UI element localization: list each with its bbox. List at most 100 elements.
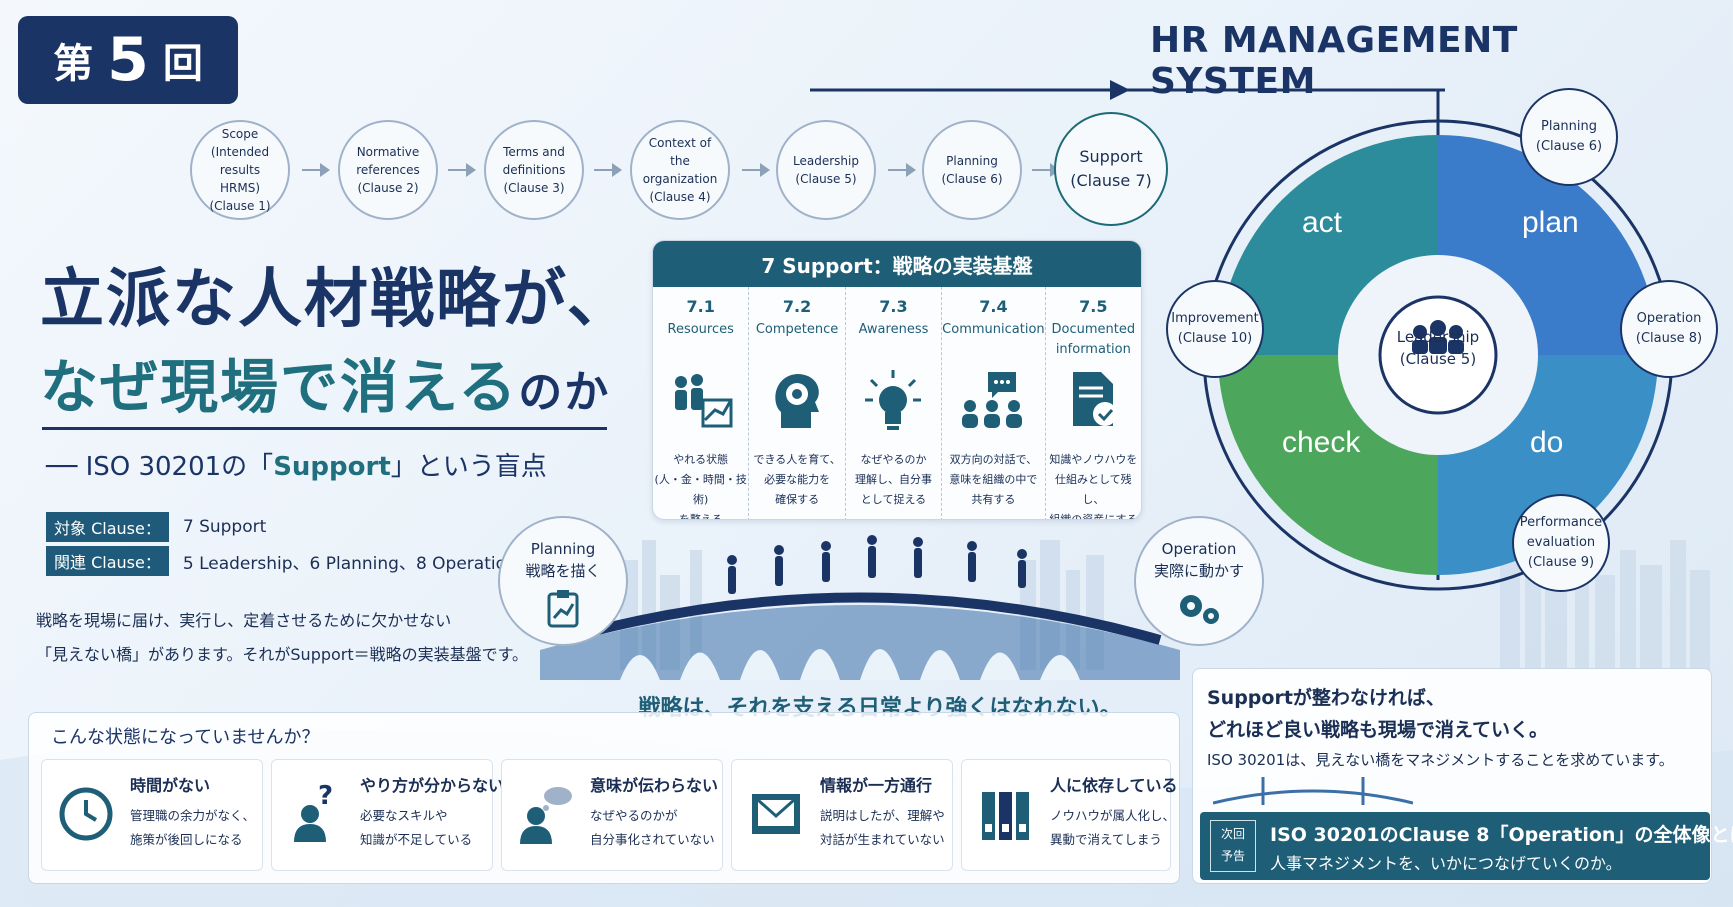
support-panel: 7 Support：戦略の実装基盤 7.1 Resources やれる状態 (人… bbox=[652, 240, 1142, 520]
clause-node-support: Support (Clause 7) bbox=[1054, 112, 1168, 226]
problem-card: 時間がない 管理職の余力がなく、 施策が後回しになる bbox=[41, 759, 263, 871]
related-clause-value: 5 Leadership、6 Planning、8 Operation bbox=[182, 553, 517, 574]
flow-arrow bbox=[448, 163, 476, 177]
desc-line: 確保する bbox=[775, 493, 820, 506]
problems-title: こんな状態になっていませんか？ bbox=[51, 727, 320, 748]
node-text: Performance bbox=[1519, 515, 1603, 530]
clause-node-text: Planning bbox=[946, 154, 998, 168]
description-line: 戦略を現場に届け、実行し、定着させるために欠かせない bbox=[36, 611, 452, 630]
desc-line: やれる状態 bbox=[673, 453, 729, 466]
act-label: act bbox=[1302, 206, 1343, 239]
clause-node-text: (Clause 4) bbox=[649, 190, 711, 204]
node-text: evaluation bbox=[1526, 535, 1596, 550]
planning-bubble: Planning 戦略を描く bbox=[498, 516, 628, 646]
problem-title: 情報が一方通行 bbox=[820, 776, 933, 795]
desc-line: として捉える bbox=[860, 493, 927, 506]
support-item-resources: 7.1 Resources やれる状態 (人・金・時間・技術) を整える bbox=[653, 287, 750, 519]
subtitle-post: 」という盲点 bbox=[390, 452, 547, 482]
key-message-line3: ISO 30201は、見えない橋をマネジメントすることを求めています。 bbox=[1207, 751, 1674, 769]
problem-desc: ノウハウが属人化し、 異動で消えてしまう bbox=[1050, 804, 1175, 852]
problem-card: 人に依存している ノウハウが属人化し、 異動で消えてしまう bbox=[961, 759, 1178, 871]
node-text: Planning bbox=[1541, 119, 1597, 134]
support-item-communication: 7.4 Communication 双方向の対話で、 意味を組織の中で 共有する bbox=[942, 287, 1046, 519]
support-item-desc: なぜやるのか 理解し、自分事 として捉える bbox=[846, 450, 941, 510]
label-line: 予告 bbox=[1220, 849, 1245, 863]
desc-line: 共有する bbox=[971, 493, 1016, 506]
document-check-icon bbox=[1046, 360, 1141, 440]
small-bridge-icon bbox=[1213, 777, 1413, 805]
desc-line: 管理職の余力がなく、 bbox=[130, 808, 256, 823]
problem-title: やり方が分からない bbox=[360, 776, 505, 795]
clause-node-context: Context of the organization (Clause 4) bbox=[630, 120, 730, 220]
clipboard-chart-icon bbox=[500, 588, 626, 634]
node-text: (Clause 9) bbox=[1527, 555, 1595, 570]
next-episode-label: 次回 予告 bbox=[1210, 820, 1256, 872]
wheel-node-improvement: Improvement(Clause 10) bbox=[1166, 280, 1264, 378]
next-episode-banner[interactable]: 次回 予告 ISO 30201のClause 8「Operation」の全体像と… bbox=[1200, 812, 1733, 880]
problem-desc: なぜやるのかが 自分事化されていない bbox=[590, 804, 715, 852]
node-text: (Clause 6) bbox=[1535, 139, 1603, 154]
subtitle: ── ISO 30201の「Support」という盲点 bbox=[46, 446, 547, 483]
support-item-number: 7.2 bbox=[782, 297, 812, 316]
desc-line: なぜやるのかが bbox=[590, 808, 678, 823]
operation-bubble: Operation 実際に動かす bbox=[1134, 516, 1264, 646]
center-text: (Clause 5) bbox=[1399, 350, 1477, 368]
desc-line: 対話が生まれていない bbox=[820, 832, 945, 847]
system-title: HR MANAGEMENT SYSTEM bbox=[1150, 20, 1518, 102]
clause-node-text: the organization bbox=[642, 154, 718, 186]
support-item-competence: 7.2 Competence できる人を育て、 必要な能力を 確保する bbox=[749, 287, 846, 519]
desc-line: 仕組みとして残し、 bbox=[1055, 473, 1132, 506]
related-clause-tag: 関連 Clause： bbox=[46, 546, 169, 576]
support-item-desc: できる人を育て、 必要な能力を 確保する bbox=[749, 450, 844, 510]
flow-arrow bbox=[888, 163, 916, 177]
problem-title: 意味が伝わらない bbox=[590, 776, 719, 795]
problem-desc: 管理職の余力がなく、 施策が後回しになる bbox=[130, 804, 255, 852]
clause-node-text: results HRMS) bbox=[219, 163, 261, 195]
support-item-label: Resources bbox=[667, 322, 734, 337]
bubble-text: Operation bbox=[1161, 540, 1237, 558]
problem-title: 人に依存している bbox=[1050, 776, 1178, 795]
clause-node-text: (Clause 7) bbox=[1070, 171, 1152, 190]
clause-node-text: (Clause 1) bbox=[209, 199, 271, 213]
clause-node-text: Support bbox=[1079, 147, 1143, 166]
target-clause-value: 7 Support bbox=[182, 517, 267, 537]
binders-icon bbox=[974, 782, 1038, 846]
target-clause-row: 対象 Clause： 7 Support bbox=[46, 512, 266, 542]
clause-node-normative: Normative references (Clause 2) bbox=[338, 120, 438, 220]
desc-line: 意味を組織の中で bbox=[949, 473, 1038, 486]
target-clause-tag: 対象 Clause： bbox=[46, 512, 169, 542]
desc-line: 必要な能力を bbox=[764, 473, 831, 486]
clause-node-text: (Clause 5) bbox=[795, 172, 857, 186]
support-item-label: Communication bbox=[942, 322, 1045, 337]
next-episode-subtitle: 人事マネジメントを、いかにつなげていくのか。 bbox=[1270, 854, 1622, 873]
related-clause-row: 関連 Clause： 5 Leadership、6 Planning、8 Ope… bbox=[46, 546, 517, 576]
clause-node-leadership: Leadership (Clause 5) bbox=[776, 120, 876, 220]
clause-node-planning: Planning (Clause 6) bbox=[922, 120, 1022, 220]
clause-node-terms: Terms and definitions (Clause 3) bbox=[484, 120, 584, 220]
bubble-text: Planning bbox=[530, 540, 596, 558]
support-item-number: 7.5 bbox=[1079, 297, 1108, 316]
desc-line: 知識やノウハウを bbox=[1049, 453, 1138, 466]
desc-line: 必要なスキルや bbox=[360, 808, 448, 823]
flow-arrow bbox=[742, 163, 770, 177]
team-icon bbox=[1412, 320, 1464, 354]
check-label: check bbox=[1282, 426, 1361, 459]
label-line: 次回 bbox=[1220, 827, 1245, 841]
clock-icon bbox=[54, 782, 118, 846]
problem-card: 情報が一方通行 説明はしたが、理解や 対話が生まれていない bbox=[731, 759, 953, 871]
desc-line: 施策が後回しになる bbox=[130, 832, 243, 847]
node-text: (Clause 8) bbox=[1635, 331, 1703, 346]
node-text: Improvement bbox=[1171, 311, 1259, 326]
problem-desc: 必要なスキルや 知識が不足している bbox=[360, 804, 472, 852]
support-panel-title: 7 Support：戦略の実装基盤 bbox=[653, 241, 1141, 287]
wheel-node-operation: Operation (Clause 8) bbox=[1620, 280, 1718, 378]
problems-panel: こんな状態になっていませんか？ 時間がない 管理職の余力がなく、 施策が後回しに… bbox=[28, 712, 1180, 884]
problem-card: 意味が伝わらない なぜやるのかが 自分事化されていない bbox=[501, 759, 723, 871]
desc-line: 双方向の対話で、 bbox=[949, 453, 1038, 466]
desc-line: できる人を育て、 bbox=[753, 453, 841, 466]
headline-line2-main: なぜ現場で消える bbox=[40, 353, 519, 421]
episode-badge: 第 5 回 bbox=[18, 16, 238, 104]
support-item-label: Documented information bbox=[1046, 320, 1141, 360]
center-text: Leadership bbox=[1396, 328, 1480, 346]
node-text: Operation bbox=[1636, 311, 1702, 326]
